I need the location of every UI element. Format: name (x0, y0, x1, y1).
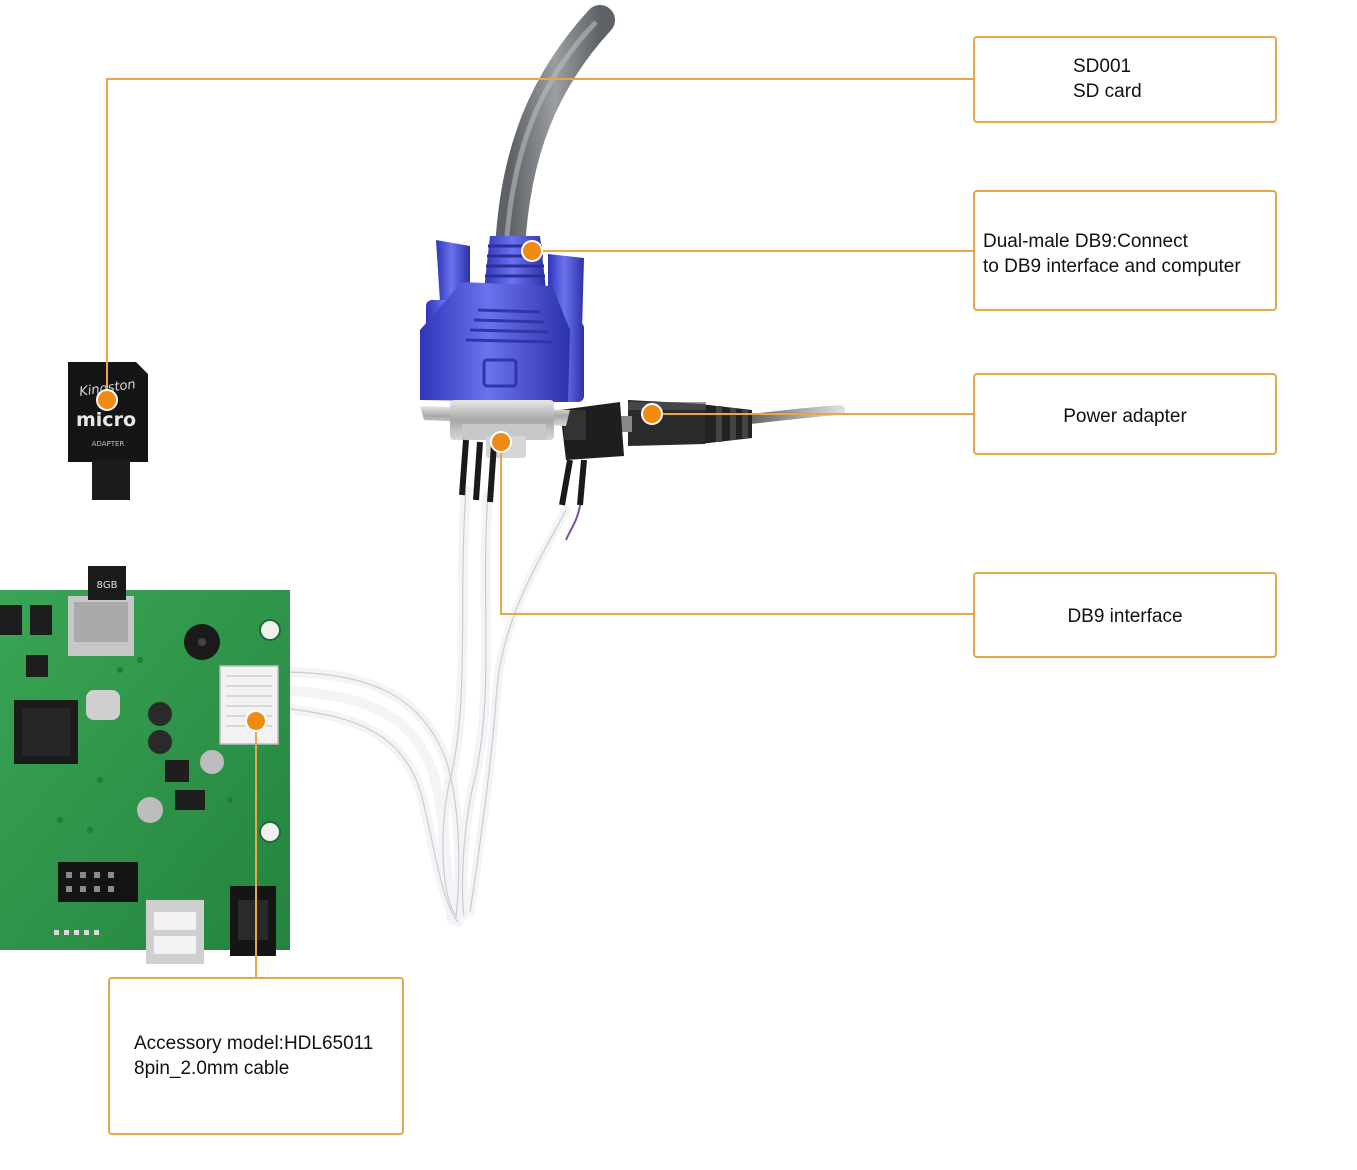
callout-sd-card-desc: SD card (1073, 81, 1142, 102)
marker-dot-sd-card (96, 389, 118, 411)
callout-power-adapter: Power adapter (973, 373, 1277, 455)
marker-dots (96, 240, 663, 732)
callout-accessory-desc: 8pin_2.0mm cable (134, 1058, 290, 1079)
db9-blue-connector (420, 236, 584, 503)
callout-accessory-model: Accessory model:HDL65011 (134, 1033, 374, 1054)
callout-accessory: Accessory model:HDL65011 8pin_2.0mm cabl… (108, 977, 404, 1135)
callout-db9-cable: Dual-male DB9:Connect to DB9 interface a… (973, 190, 1277, 311)
marker-dot-db9-interface (490, 431, 512, 453)
leader-lines (106, 78, 973, 977)
callout-db9-cable-line2: to DB9 interface and computer (983, 256, 1241, 277)
sd-card-adapter: Kingston micro ADAPTER (68, 362, 148, 500)
callout-db9-cable-line1: Dual-male DB9:Connect (983, 231, 1188, 252)
callout-power-adapter-label: Power adapter (1063, 406, 1187, 427)
leader-line-sd-card (106, 78, 973, 400)
callout-db9-interface-label: DB9 interface (1067, 606, 1183, 627)
leader-line-db9-interface (500, 442, 973, 615)
white-ribbon-wires (275, 485, 571, 927)
marker-dot-power-adapter (641, 403, 663, 425)
callout-sd-card: SD001 SD card (973, 36, 1277, 123)
dc-jack-connector (559, 402, 624, 541)
sd-card-logo: micro (76, 409, 136, 431)
callout-db9-interface: DB9 interface (973, 572, 1277, 658)
db9-cable-wire (495, 5, 615, 265)
controller-pcb: 8GB (0, 566, 290, 964)
marker-dot-db9-cable (521, 240, 543, 262)
white-ribbon-wire-edges (279, 489, 567, 923)
pcb-sd-capacity: 8GB (97, 580, 118, 591)
callout-sd-card-model: SD001 (1073, 56, 1132, 77)
marker-dot-accessory (245, 710, 267, 732)
sd-card-adapter-label: ADAPTER (92, 440, 125, 448)
db9-cable-wire-highlight (503, 20, 598, 251)
